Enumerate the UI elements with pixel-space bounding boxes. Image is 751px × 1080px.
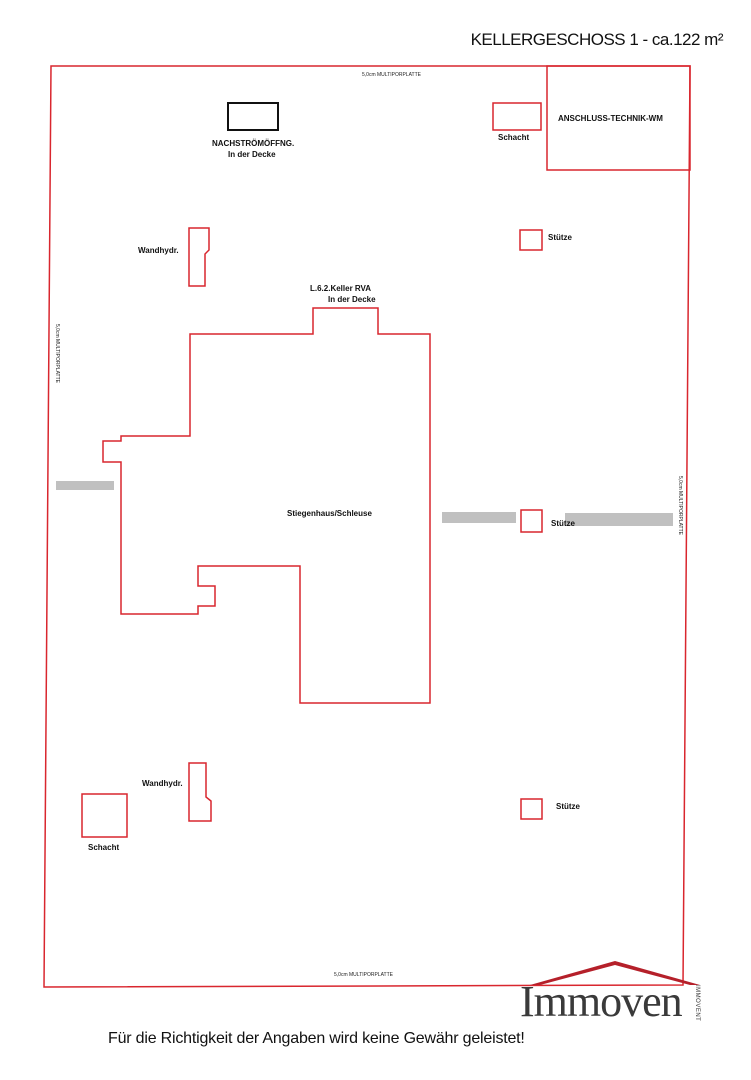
opening-center — [442, 512, 516, 523]
stuetze-top-label: Stütze — [548, 233, 572, 242]
stuetze-mid-label: Stütze — [551, 519, 575, 528]
l62-label-line1: L.6.2.Keller RVA — [310, 284, 372, 293]
opening-left — [56, 481, 114, 490]
anschluss-label: ANSCHLUSS-TECHNIK-WM — [558, 114, 663, 123]
disclaimer-text: Für die Richtigkeit der Angaben wird kei… — [108, 1030, 525, 1047]
schacht-bottom-shape — [81, 793, 128, 838]
nachstroem-opening — [227, 102, 279, 131]
stuetze-bottom-shape — [520, 798, 543, 820]
schacht-bottom-label: Schacht — [88, 843, 120, 852]
company-logo: Immoven — [520, 977, 683, 1026]
wandhydr-bottom-label: Wandhydr. — [142, 779, 183, 788]
stuetze-top-shape — [519, 229, 543, 251]
company-logo-side: IMMOVENT — [694, 985, 700, 1022]
nachstroem-label-line1: NACHSTRÖMÖFFNG. — [212, 139, 295, 148]
nachstroem-label-line2: In der Decke — [228, 150, 276, 159]
wandhydr-bottom-shape — [188, 762, 212, 822]
schacht-top-shape — [492, 102, 542, 131]
logo-roof — [530, 961, 700, 985]
stiegenhaus-label: Stiegenhaus/Schleuse — [287, 509, 372, 518]
wandhydr-top-shape — [188, 227, 210, 287]
wandhydr-top-label: Wandhydr. — [138, 246, 179, 255]
l62-label-line2: In der Decke — [328, 295, 376, 304]
wall-note-right: 5,0cm MULTIPORPLATTE — [677, 476, 683, 535]
technik-room — [546, 65, 691, 171]
opening-right — [565, 513, 673, 526]
stairwell-outline — [102, 307, 431, 704]
wall-note-bottom: 5,0cm MULTIPORPLATTE — [334, 972, 393, 978]
outer-wall — [43, 65, 691, 988]
stuetze-bottom-label: Stütze — [556, 802, 580, 811]
wall-note-left: 5,0cm MULTIPORPLATTE — [54, 324, 60, 383]
wall-note-top: 5,0cm MULTIPORPLATTE — [362, 72, 421, 78]
schacht-top-label: Schacht — [498, 133, 530, 142]
stuetze-mid-shape — [520, 509, 543, 533]
page-title: KELLERGESCHOSS 1 - ca.122 m² — [470, 30, 724, 49]
